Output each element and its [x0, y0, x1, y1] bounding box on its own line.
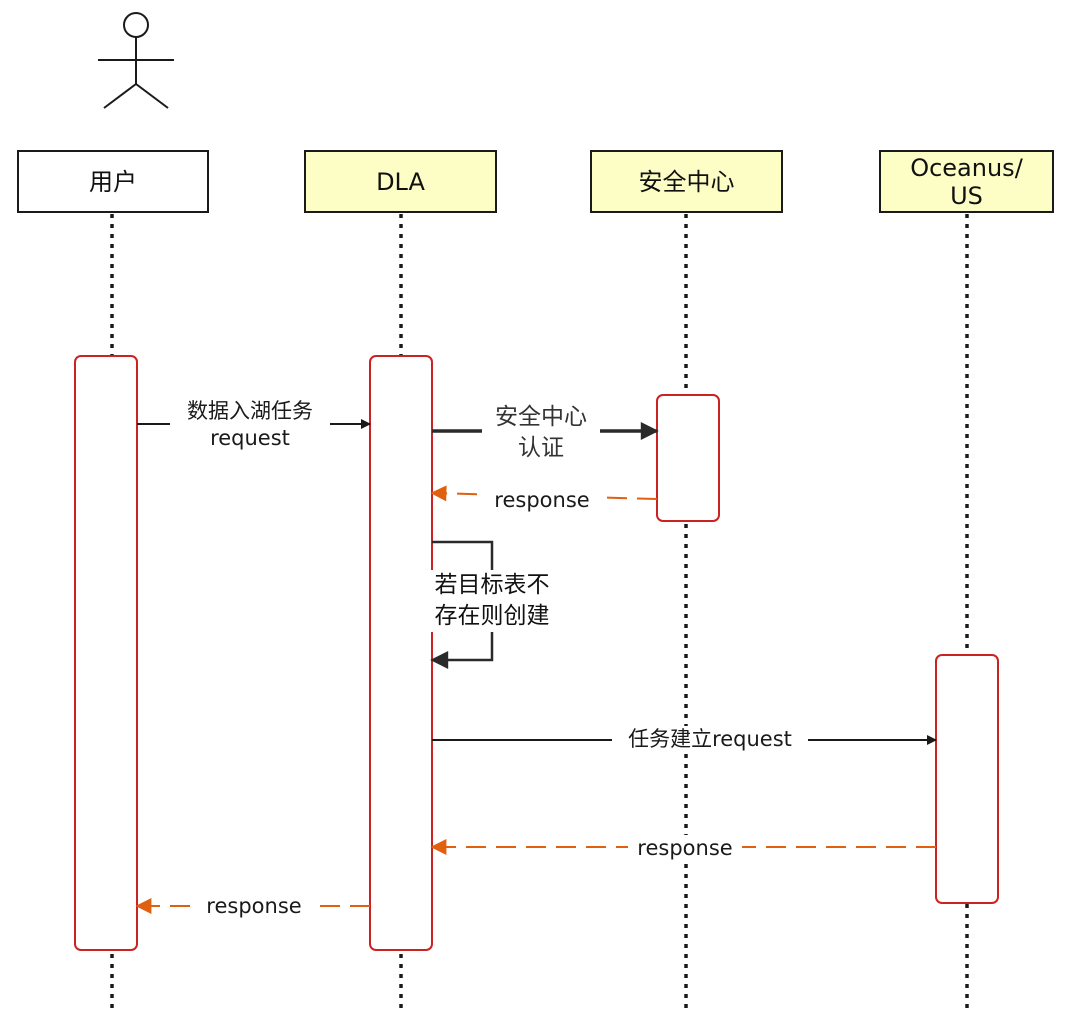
activation-dla: [369, 355, 433, 951]
message-label-security-response: response: [486, 487, 598, 514]
message-label-dla-response: response: [197, 893, 311, 920]
activation-oceanus: [935, 654, 999, 904]
activation-security: [656, 394, 720, 522]
arrow-security-to-dla: [430, 485, 658, 502]
participant-oceanus: Oceanus/ US: [879, 150, 1054, 213]
participant-security: 安全中心: [590, 150, 783, 213]
participant-user: 用户: [17, 150, 209, 213]
message-label-user-request: 数据入湖任务 request: [170, 398, 330, 452]
message-label-oceanus-response: response: [628, 835, 742, 862]
message-label-security-auth: 安全中心 认证: [482, 402, 600, 464]
message-label-create-table: 若目标表不 存在则创建: [418, 570, 566, 632]
participant-dla: DLA: [304, 150, 497, 213]
activation-boxes: [74, 355, 999, 951]
message-label-task-request: 任务建立request: [612, 726, 808, 753]
activation-user: [74, 355, 138, 951]
stick-figure-icon: [98, 12, 174, 109]
